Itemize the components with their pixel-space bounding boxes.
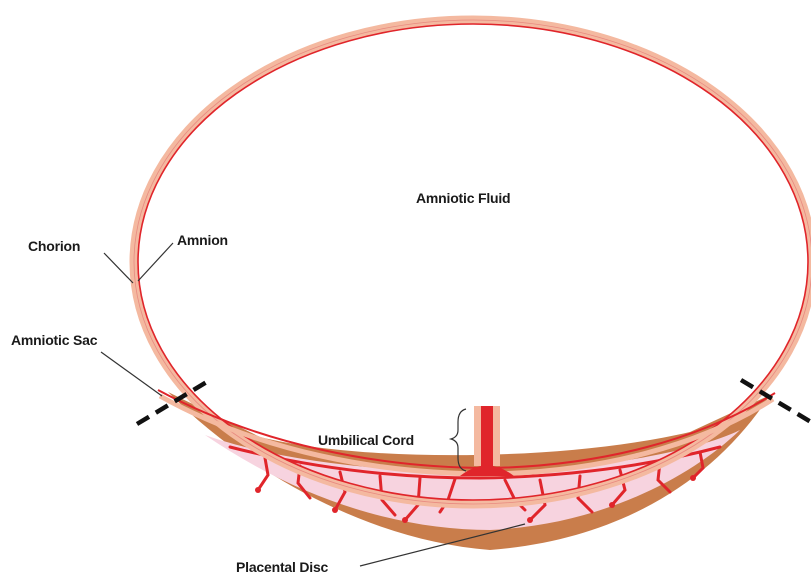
chorion-leader-line [104, 253, 133, 283]
placental-disc-label: Placental Disc [236, 559, 328, 575]
amniotic-sac-label: Amniotic Sac [11, 332, 97, 348]
amniotic-fluid-label: Amniotic Fluid [416, 190, 510, 206]
umbilical-cord-vessel [481, 406, 493, 474]
chorion-label: Chorion [28, 238, 80, 254]
amnion-label: Amnion [177, 232, 228, 248]
amniotic-sac-leader-line [101, 352, 162, 396]
amnion-leader-line [138, 243, 173, 281]
umbilical-cord-label: Umbilical Cord [318, 432, 414, 448]
